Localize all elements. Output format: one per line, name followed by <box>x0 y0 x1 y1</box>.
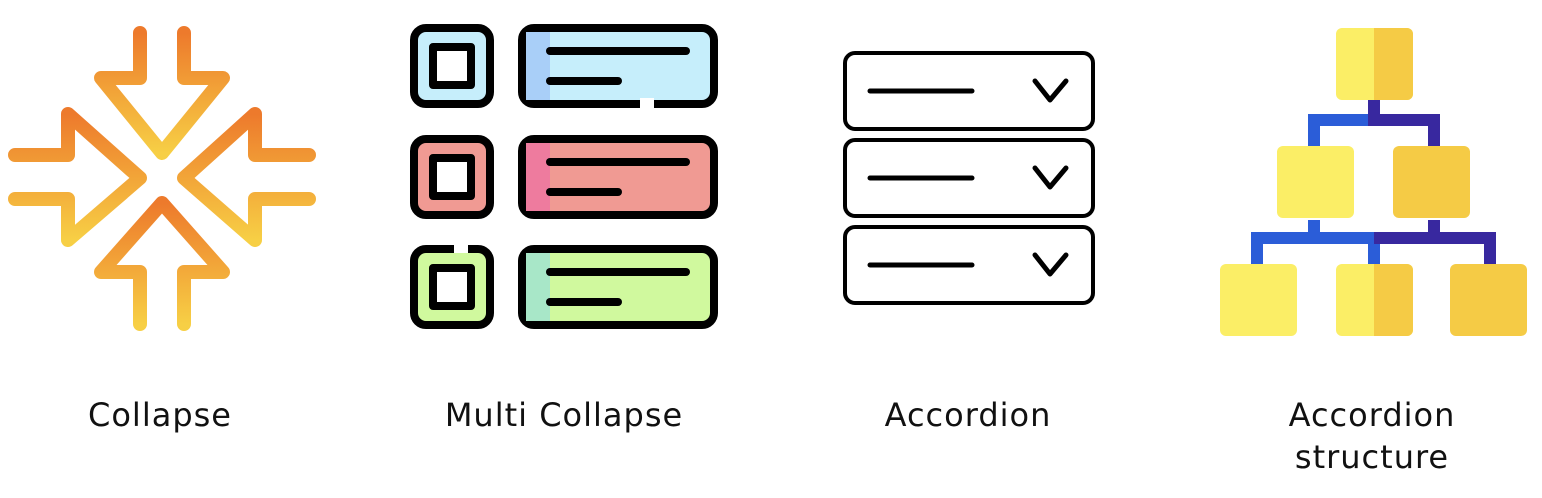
collapse-label: Collapse <box>88 396 232 434</box>
accordion-icon <box>843 51 1095 305</box>
accordion-label: Accordion <box>884 396 1052 434</box>
multi-collapse-icon <box>410 24 718 329</box>
multi-collapse-label: Multi Collapse <box>444 396 684 434</box>
accordion-structure-label: Accordion structure <box>1242 394 1502 478</box>
accordion-structure-label-line2: structure <box>1294 438 1450 476</box>
accordion-structure-label-line1: Accordion <box>1288 396 1456 434</box>
hierarchy-tree-icon <box>1220 28 1527 336</box>
collapse-arrows-icon <box>8 26 316 331</box>
